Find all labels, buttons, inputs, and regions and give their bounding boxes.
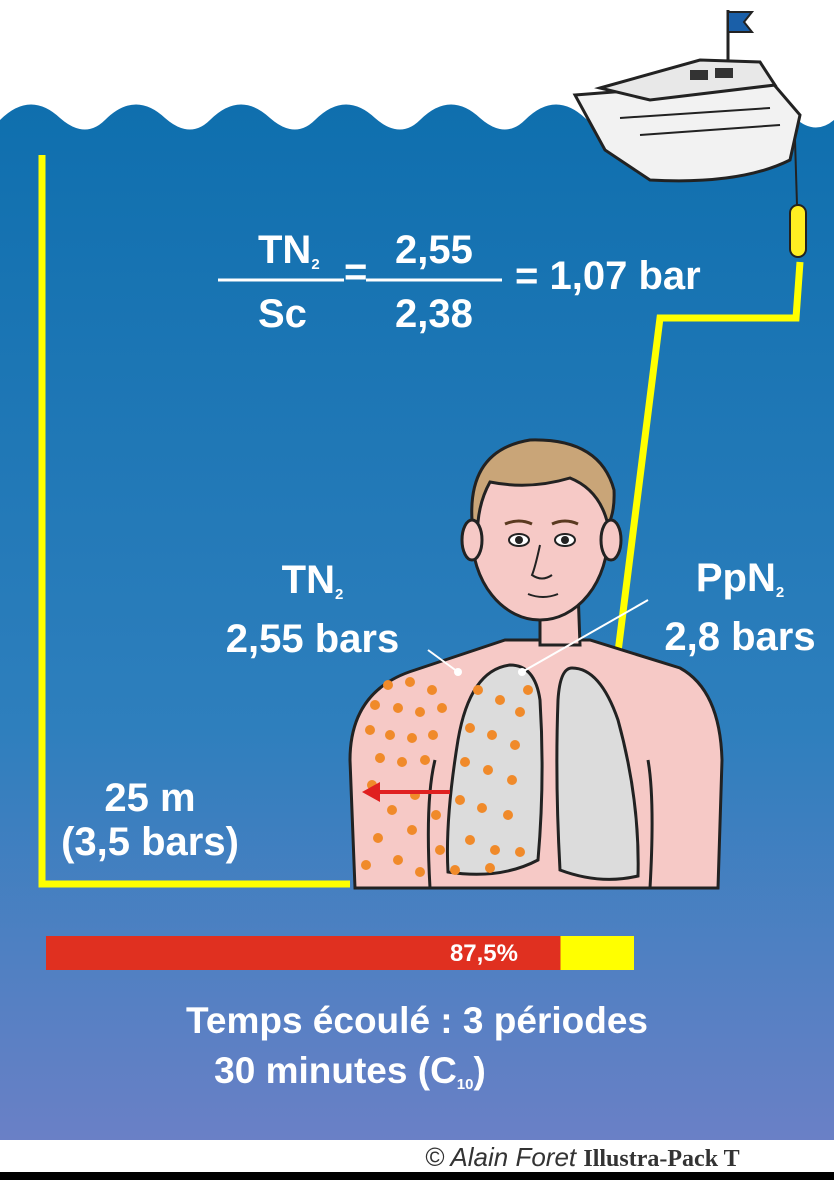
footer-bar [0,1172,834,1180]
partial-pressure-label: PpN2 2,8 bars [640,556,834,659]
depth-label: 25 m (3,5 bars) [40,776,260,864]
copyright-text: © Alain Foret Illustra-Pack T [425,1142,740,1173]
formula-sc: Sc [258,292,307,336]
saturation-percent: 87,5% [420,940,518,968]
elapsed-time-line2: 30 minutes (C10) [0,1050,700,1093]
formula-result: = 1,07 bar [515,254,701,298]
elapsed-time-line1: Temps écoulé : 3 périodes [0,1000,834,1042]
footer: © Alain Foret Illustra-Pack T [0,1140,834,1180]
tissue-tension-label: TN2 2,55 bars [205,558,420,661]
formula-equals: = [344,250,367,294]
formula-numerator: 2,55 [395,228,473,272]
saturation-progress-bar [46,936,634,970]
formula-tn2: TN2 [258,228,320,287]
formula-denominator: 2,38 [395,292,473,336]
